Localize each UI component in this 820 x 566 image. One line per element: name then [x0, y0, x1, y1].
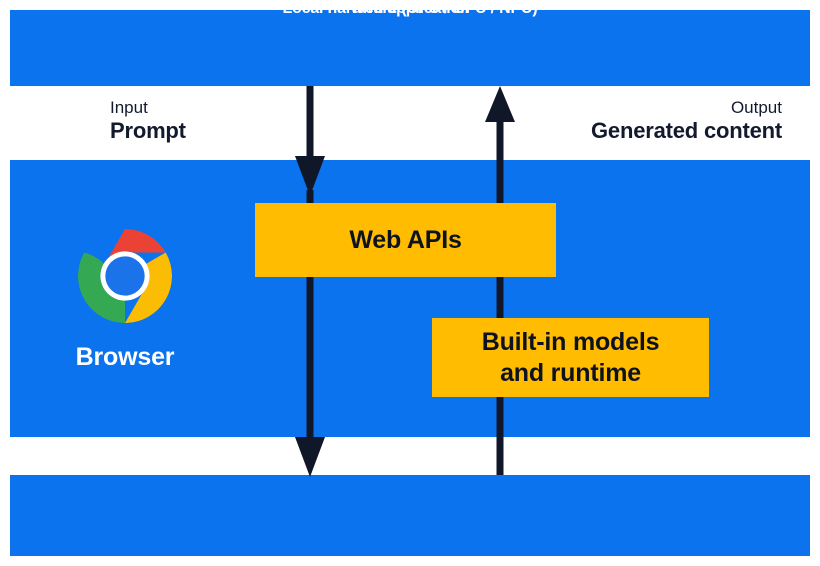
built-in-models-label: Built-in models and runtime: [482, 327, 660, 388]
local-hardware-label: Local hardware (CPU / GPU / NPU): [282, 0, 538, 17]
layer-band-web-application: [10, 10, 810, 86]
web-application-label: Web application: [350, 0, 470, 17]
built-in-models-label-line1: Built-in models: [481, 328, 660, 356]
output-flow-value: Generated content: [591, 118, 782, 144]
input-flow-kicker: Input: [110, 98, 148, 117]
output-flow-label: Output Generated content: [591, 98, 782, 144]
built-in-models-label-line2: and runtime: [500, 358, 641, 387]
input-flow-value: Prompt: [110, 118, 186, 144]
web-apis-box: Web APIs: [255, 203, 556, 277]
built-in-models-box: Built-in models and runtime: [432, 318, 709, 397]
browser-label: Browser: [75, 343, 175, 371]
browser-group: Browser: [60, 228, 190, 372]
chrome-logo-icon: [60, 228, 190, 329]
output-flow-kicker: Output: [730, 98, 782, 117]
input-flow-label: Input Prompt: [110, 98, 186, 144]
web-apis-label: Web APIs: [349, 225, 462, 254]
layer-band-local-hardware: [10, 475, 810, 556]
